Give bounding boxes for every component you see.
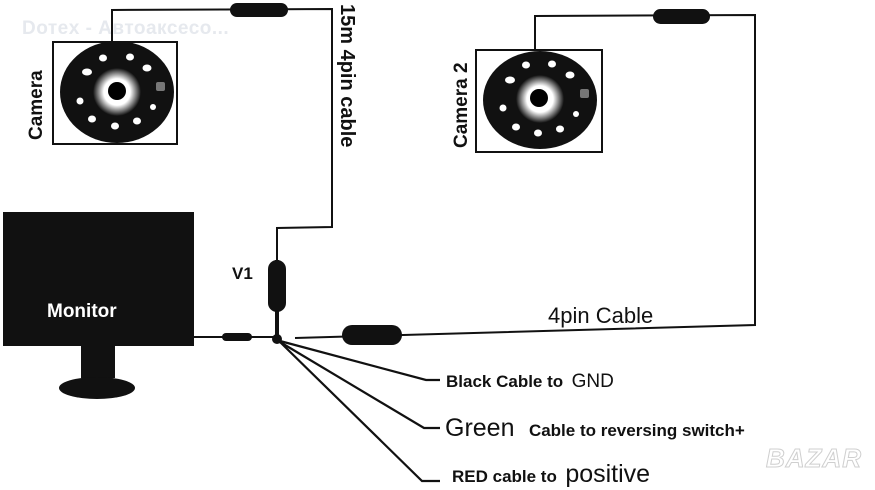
monitor-screen <box>3 212 194 346</box>
camera-2-label: Camera 2 <box>451 62 472 148</box>
wire-red-bold: RED cable to <box>452 467 557 486</box>
camera-2-status-led <box>580 89 589 98</box>
cable-2-connector <box>342 325 402 345</box>
wire-red <box>279 341 440 483</box>
cable-1-connector <box>230 3 288 17</box>
monitor-cable-connector <box>222 333 252 341</box>
camera-2-ir-leds <box>499 60 579 137</box>
monitor-neck <box>81 344 115 378</box>
wire-black-bold: Black Cable to <box>446 372 563 391</box>
cable-2-connector-top <box>653 9 710 24</box>
camera-1-ir-leds <box>76 53 156 130</box>
wire-green <box>279 341 440 430</box>
camera-2-lens <box>530 89 548 107</box>
monitor-label: Monitor <box>47 301 117 322</box>
cable-2-label: 4pin Cable <box>548 303 653 328</box>
wire-green-bold: Cable to reversing switch+ <box>529 421 745 440</box>
camera-2 <box>475 49 603 153</box>
monitor <box>3 212 194 399</box>
camera-1-lens <box>108 82 126 100</box>
camera-1-label: Camera <box>26 70 47 140</box>
splitter-label: V1 <box>232 264 253 283</box>
watermark-text: Dотex - Автоаксесо... <box>22 18 230 39</box>
wire-green-plain: Green <box>445 414 514 442</box>
fanout-wires <box>279 339 440 483</box>
bazar-logo: BAZAR <box>766 443 862 474</box>
wire-black <box>279 339 440 382</box>
wire-red-label: RED cable to positive <box>452 460 650 488</box>
wire-black-label: Black Cable to GND <box>446 371 614 392</box>
camera-1-status-led <box>156 82 165 91</box>
wire-black-plain: GND <box>572 371 614 392</box>
splitter-v1 <box>268 260 286 312</box>
cable-1 <box>111 7 333 260</box>
junction-node <box>272 334 282 344</box>
cable-1-label: 15m 4pin cable <box>336 4 358 147</box>
monitor-base <box>59 377 135 399</box>
camera-1 <box>52 41 178 145</box>
wire-red-plain: positive <box>565 460 650 488</box>
wire-green-label: Green Cable to reversing switch+ <box>445 414 745 442</box>
cable-2 <box>294 13 756 339</box>
